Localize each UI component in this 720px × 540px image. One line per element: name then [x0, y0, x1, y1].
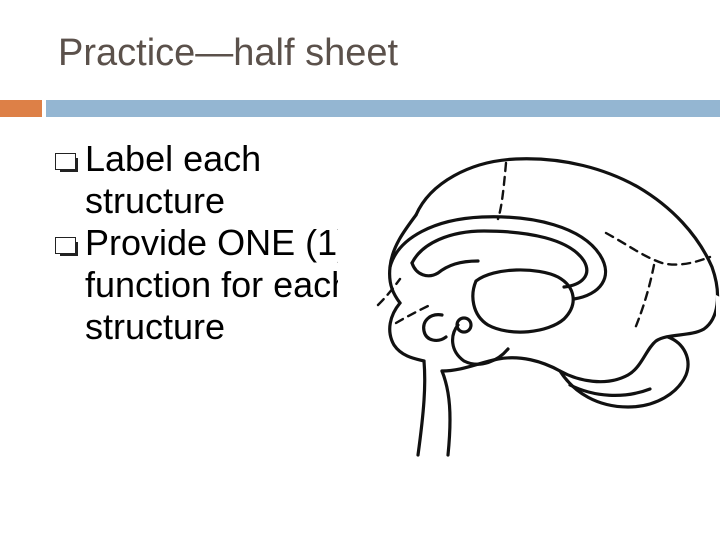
bullet-text: Label each structure [85, 138, 262, 221]
bullet-list: Label each structure Provide ONE (1) fun… [55, 138, 355, 348]
brain-sagittal-diagram-icon [376, 157, 720, 457]
title-rule [46, 100, 720, 117]
checkbox-bullet-icon [55, 153, 78, 172]
bullet-item: Provide ONE (1) function for each struct… [55, 222, 355, 348]
bullet-item: Label each structure [55, 138, 355, 222]
brain-diagram [338, 145, 720, 457]
bullet-text: Provide ONE (1) function for each struct… [85, 222, 352, 347]
slide-title: Practice—half sheet [58, 32, 399, 74]
title-rule-accent [0, 100, 42, 117]
checkbox-bullet-icon [55, 237, 78, 256]
